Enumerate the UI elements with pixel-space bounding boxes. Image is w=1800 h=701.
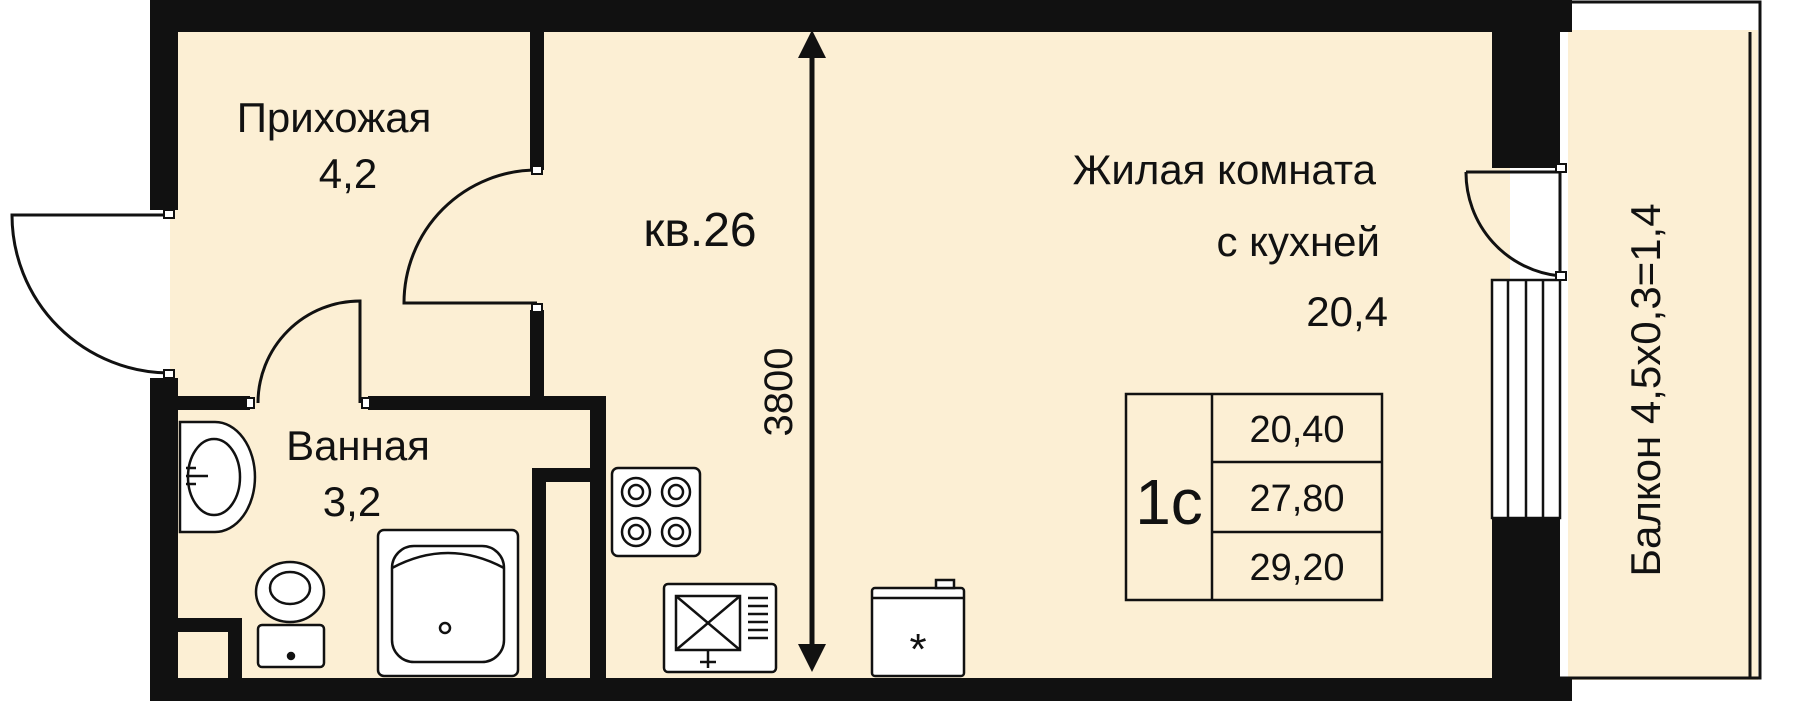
arrow-down-icon (798, 644, 826, 672)
living-room-name: Жилая комната (1073, 146, 1377, 193)
balcony-window (1490, 278, 1562, 520)
wall-bath-right (590, 396, 606, 680)
arrow-up-icon (798, 30, 826, 58)
walls (150, 0, 1572, 701)
wall-bath-top-right (368, 396, 604, 410)
cooktop-icon (610, 466, 702, 558)
wall-stub-vertical (228, 618, 242, 680)
wall-bottom (150, 678, 1572, 701)
wall-bath-top-left (170, 396, 250, 410)
dimension-line (798, 30, 826, 672)
balcony-outline (1560, 0, 1762, 680)
summary-value: 20,40 (1249, 409, 1344, 451)
summary-table-frame (1124, 392, 1384, 602)
living-room-name-line2: с кухней (1216, 218, 1380, 265)
bathroom-area: 3,2 (323, 478, 381, 525)
door-jamb (531, 303, 543, 313)
shower-tray-icon (376, 528, 520, 678)
door-jamb (361, 397, 371, 409)
wall-left-lower (150, 378, 178, 701)
area-summary-table (1124, 392, 1384, 602)
apartment-label: кв.26 (643, 204, 756, 257)
balcony-label: Балкон 4,5х0,3=1,4 (1622, 203, 1669, 576)
door-jamb (1555, 271, 1567, 281)
hallway-name: Прихожая (237, 94, 432, 141)
door-jamb (1555, 163, 1567, 173)
doors (10, 163, 1567, 409)
wall-hall-partition-top (530, 30, 544, 170)
summary-value: 29,20 (1249, 547, 1344, 589)
kitchen-fixtures: * (610, 466, 966, 678)
hallway-area: 4,2 (319, 150, 377, 197)
bathroom-door-swing (256, 299, 362, 404)
wall-top (150, 0, 1572, 32)
bathroom-name: Ванная (286, 422, 430, 469)
door-jamb (245, 397, 255, 409)
balcony-door-swing (1464, 170, 1562, 278)
wall-shaft-top (532, 468, 592, 482)
dimension-label: 3800 (757, 348, 801, 437)
door-jamb (163, 369, 175, 379)
door-jamb (163, 209, 175, 219)
wall-stub-bottom (170, 618, 240, 632)
wall-shaft-left (532, 468, 546, 680)
entrance-door-swing (10, 213, 171, 375)
wall-right-upper (1492, 0, 1560, 168)
wall-left-upper (150, 0, 178, 210)
hallway-door-swing (402, 168, 538, 305)
bathroom-fixtures (178, 420, 520, 678)
summary-type: 1с (1135, 466, 1203, 538)
toilet-icon (254, 560, 326, 669)
refrigerator-icon: * (870, 578, 966, 678)
wall-hall-partition-mid (530, 310, 544, 402)
balcony-floor (1568, 30, 1758, 680)
wall-right-lower (1492, 518, 1560, 701)
door-jamb (531, 165, 543, 175)
living-room-area: 20,4 (1306, 288, 1388, 335)
summary-value: 27,80 (1249, 478, 1344, 520)
sink-icon (178, 420, 257, 534)
appliance-mark: * (909, 625, 926, 674)
kitchen-sink-icon (662, 582, 778, 674)
balcony-rail (1560, 0, 1762, 680)
